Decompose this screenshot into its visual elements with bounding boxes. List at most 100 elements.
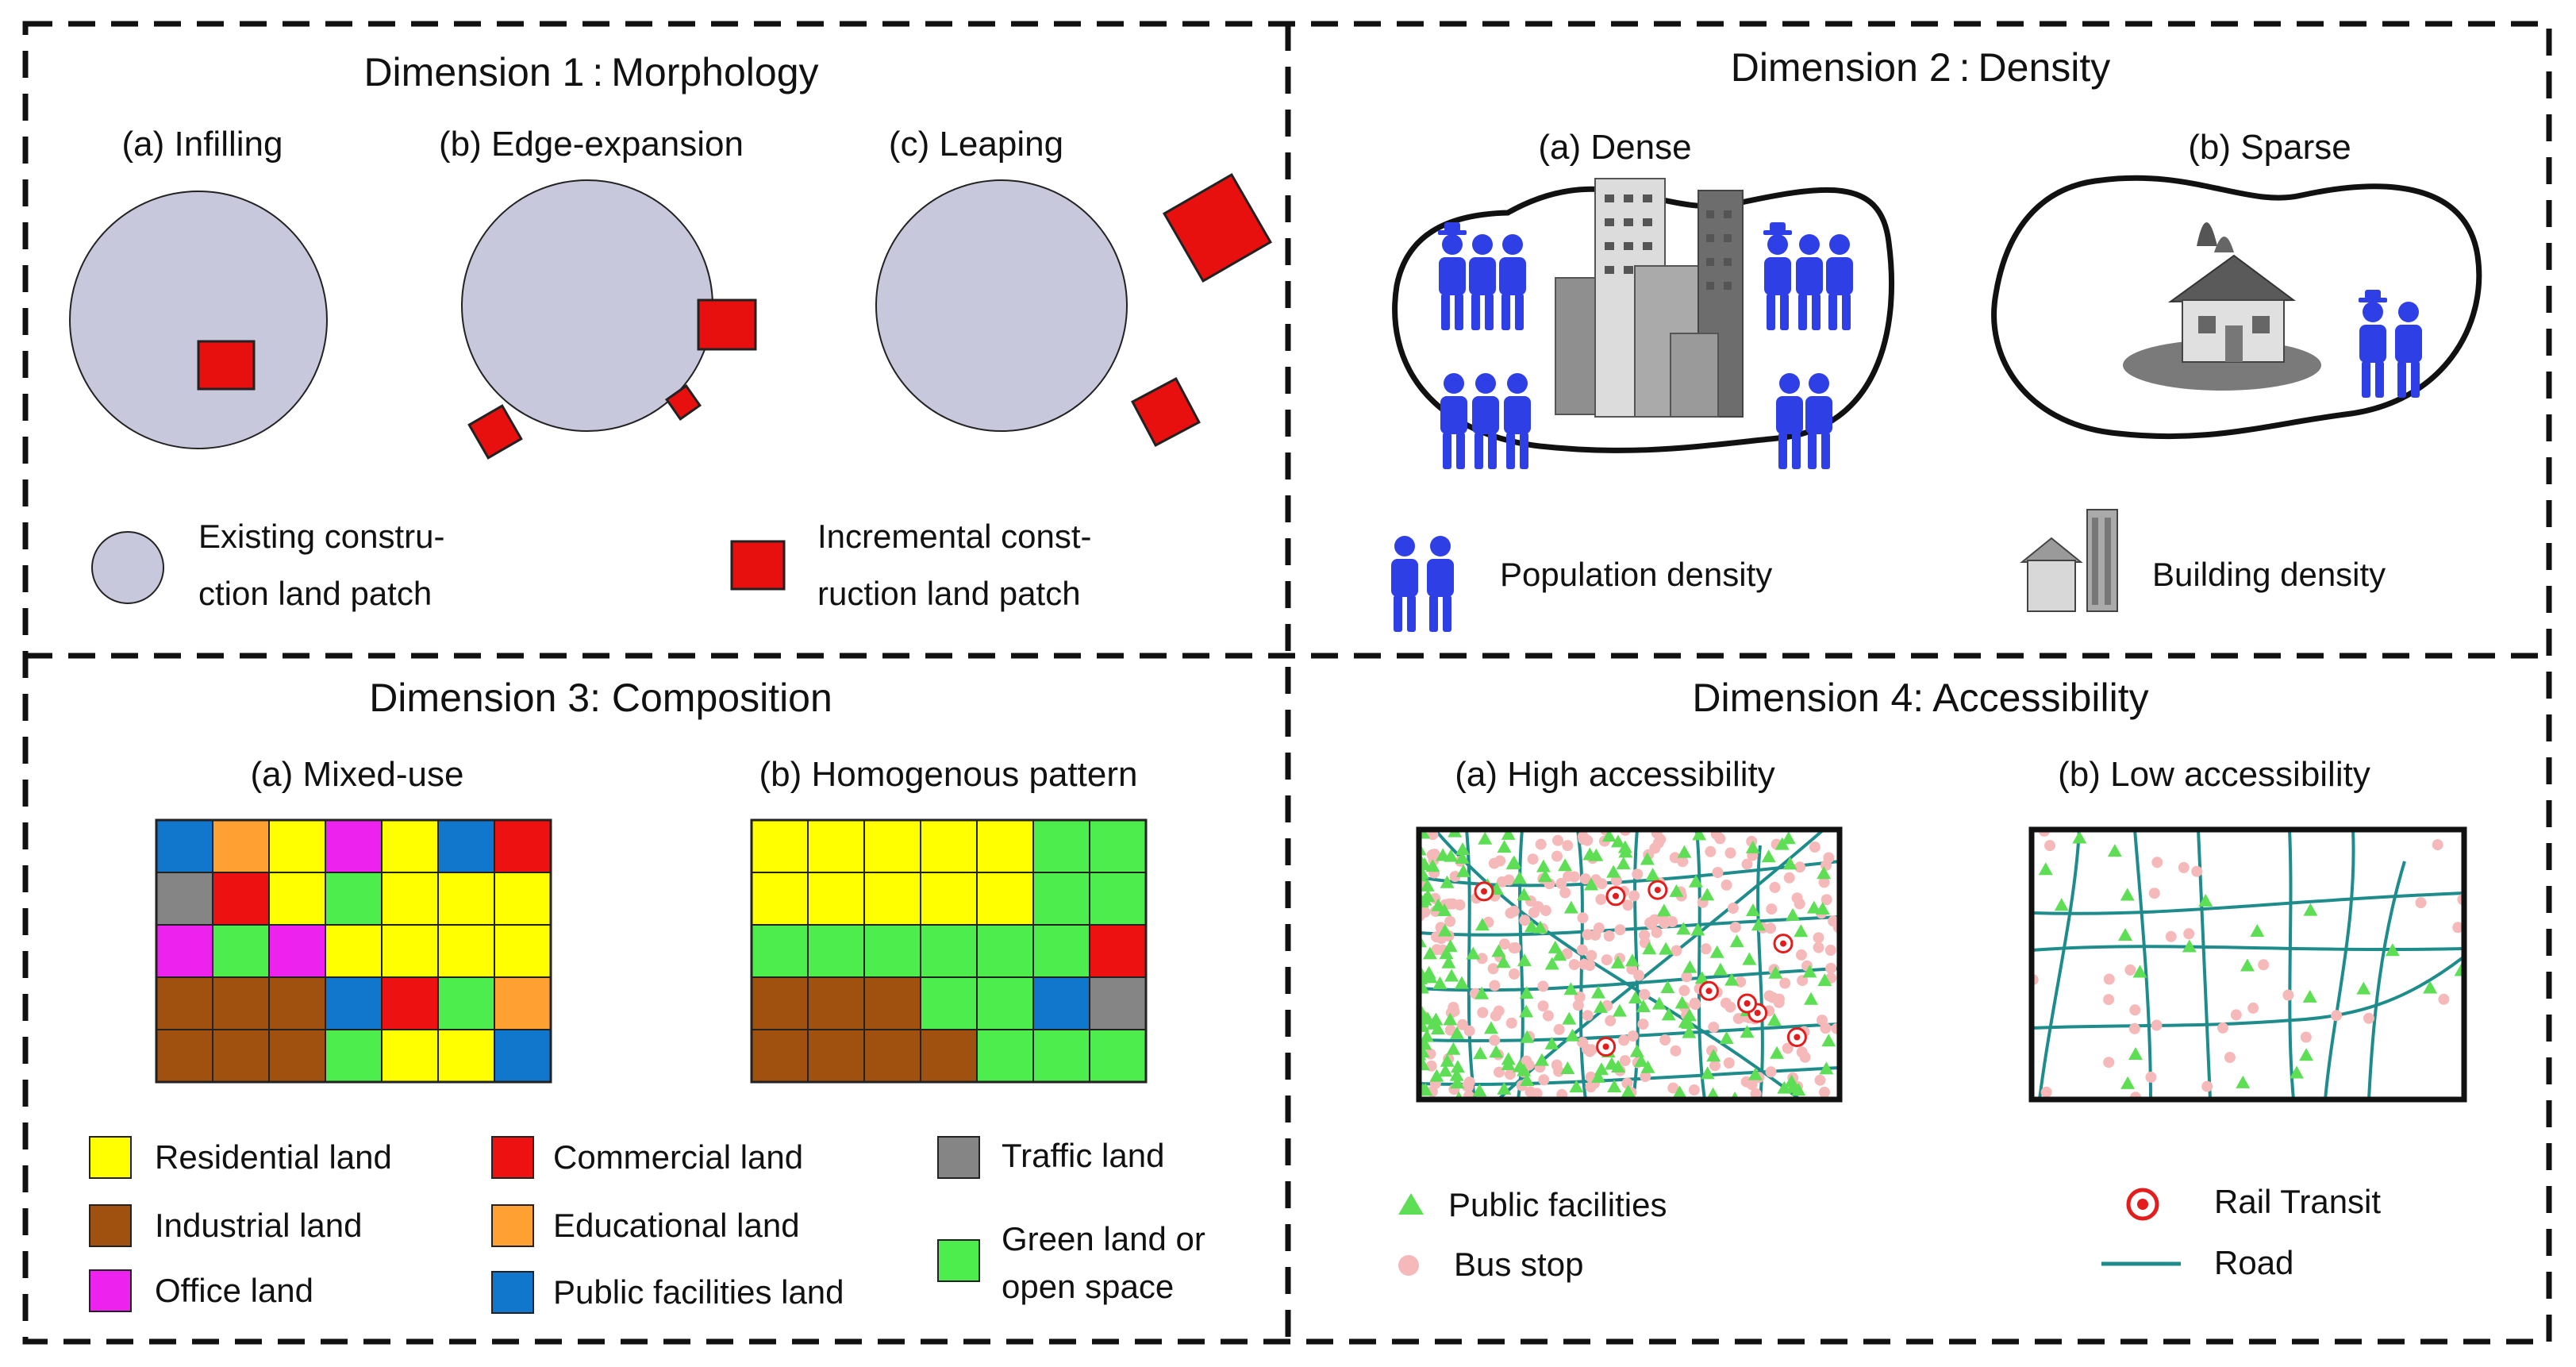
bus-stop-marker xyxy=(1487,963,1499,975)
existing-patch-c xyxy=(875,179,1128,432)
bus-stop-marker xyxy=(1678,984,1690,996)
grid-cell-green xyxy=(920,924,978,978)
bus-stop-marker xyxy=(1627,1030,1639,1042)
bus-stop-marker xyxy=(1568,959,1580,971)
bus-stop-marker xyxy=(1724,847,1736,859)
public-facility-marker xyxy=(1483,1021,1498,1034)
accessibility-title: Dimension 4: Accessibility xyxy=(1692,676,2148,720)
legend-rail: Rail Transit xyxy=(2214,1183,2381,1220)
grid-cell-residential xyxy=(807,872,865,926)
grid-cell-residential xyxy=(751,819,809,873)
bus-stop-marker xyxy=(1426,849,1438,861)
composition-sub-b: (b) Homogenous pattern xyxy=(759,755,1138,794)
public-facility-marker xyxy=(1640,852,1655,865)
bus-stop-marker xyxy=(1670,1045,1682,1057)
legend-educational-swatch xyxy=(491,1204,534,1247)
public-facility-marker xyxy=(1612,1003,1627,1017)
legend-educational: Educational land xyxy=(553,1207,800,1244)
public-facility-marker xyxy=(1682,960,1697,973)
grid-cell-industrial xyxy=(863,1029,921,1083)
rail-transit-dot xyxy=(1754,1009,1761,1016)
accessibility-sub-b: (b) Low accessibility xyxy=(2058,755,2370,794)
public-facility-marker xyxy=(1419,1029,1434,1042)
grid-cell-residential xyxy=(863,872,921,926)
public-facility-marker xyxy=(1431,898,1446,911)
grid-cell-residential xyxy=(437,1029,495,1083)
grid-cell-public_facilities xyxy=(156,819,213,873)
bus-stop-marker xyxy=(1538,1074,1550,1086)
public-facility-marker xyxy=(1677,845,1692,858)
sparse-illustration xyxy=(1991,175,2482,440)
bus-stop-marker xyxy=(1578,958,1590,970)
incremental-patch-b1 xyxy=(697,298,757,351)
rail-transit-dot xyxy=(1794,1034,1801,1041)
public-facility-marker xyxy=(1593,999,1608,1013)
bus-stop-marker xyxy=(1773,996,1785,1008)
bus-stop-marker xyxy=(1489,980,1501,992)
grid-cell-green xyxy=(325,1029,383,1083)
public-facility-marker xyxy=(1489,1045,1504,1058)
public-facility-marker xyxy=(1552,948,1567,961)
bus-stop-marker xyxy=(1712,867,1724,878)
bus-stop-marker xyxy=(2129,1004,2141,1016)
bus-stop-marker xyxy=(2151,857,2163,868)
grid-cell-industrial xyxy=(751,1029,809,1083)
public-facility-marker xyxy=(1674,995,1690,1009)
public-facility-marker xyxy=(1520,1030,1535,1043)
legend-bus-swatch xyxy=(1398,1255,1419,1276)
bus-stop-marker xyxy=(2191,865,2203,877)
legend-incremental-l2: ruction land patch xyxy=(817,575,1081,612)
public-facility-marker xyxy=(1534,1053,1549,1066)
bus-stop-marker xyxy=(1449,871,1461,883)
public-facility-marker xyxy=(1437,923,1452,937)
bus-stop-marker xyxy=(1818,876,1830,888)
bus-stop-marker xyxy=(1595,894,1607,905)
bus-stop-marker xyxy=(1766,903,1778,915)
bus-stop-marker xyxy=(1649,842,1661,854)
legend-traffic-swatch xyxy=(937,1136,980,1179)
bus-stop-marker xyxy=(1825,962,1837,974)
public-facility-marker xyxy=(2128,1046,2143,1060)
public-facility-marker xyxy=(1705,1087,1721,1099)
grid-cell-green xyxy=(1032,924,1090,978)
public-facility-marker xyxy=(1423,970,1438,984)
bus-stop-marker xyxy=(1809,841,1821,853)
bus-stop-marker xyxy=(1828,915,1840,927)
public-facility-marker xyxy=(1656,903,1671,917)
bus-stop-marker xyxy=(2183,928,2195,940)
public-facility-marker xyxy=(1628,991,1643,1004)
bus-stop-marker xyxy=(1576,944,1588,956)
bus-stop-marker xyxy=(1782,1042,1794,1054)
incremental-patch-c1 xyxy=(1163,173,1272,283)
composition-title: Dimension 3: Composition xyxy=(369,676,832,720)
bus-stop-marker xyxy=(1729,922,1741,934)
public-facility-marker xyxy=(2302,989,2317,1003)
bus-stop-marker xyxy=(2452,922,2464,934)
legend-green-swatch xyxy=(937,1239,980,1282)
public-facility-marker xyxy=(1601,830,1617,842)
grid-cell-industrial xyxy=(156,1029,213,1083)
bus-stop-marker xyxy=(1562,840,1574,852)
grid-cell-residential xyxy=(751,872,809,926)
public-facility-marker xyxy=(1565,1028,1580,1042)
public-facility-marker xyxy=(1688,874,1703,888)
public-facility-marker xyxy=(1544,957,1559,970)
public-facility-marker xyxy=(1591,1069,1606,1083)
rail-transit-dot xyxy=(1480,888,1487,895)
public-facility-marker xyxy=(1740,1025,1755,1038)
bus-stop-marker xyxy=(1582,1010,1594,1022)
public-facility-marker xyxy=(1517,888,1532,901)
morphology-sub-b: (b) Edge-expansion xyxy=(439,125,744,164)
mixed-use-grid xyxy=(155,818,552,1084)
public-facility-marker xyxy=(1440,1053,1455,1067)
bus-stop-marker xyxy=(2145,1071,2157,1083)
bus-stop-marker xyxy=(1705,845,1717,857)
public-facility-marker xyxy=(1446,1042,1461,1055)
public-facility-marker xyxy=(1634,1053,1649,1067)
bus-stop-marker xyxy=(1813,932,1824,944)
public-facility-marker xyxy=(1562,1011,1577,1025)
bus-stop-marker xyxy=(1555,877,1567,889)
public-facility-marker xyxy=(1770,1045,1785,1059)
public-facility-marker xyxy=(1821,1034,1836,1047)
legend-population: Population density xyxy=(1500,556,1772,593)
